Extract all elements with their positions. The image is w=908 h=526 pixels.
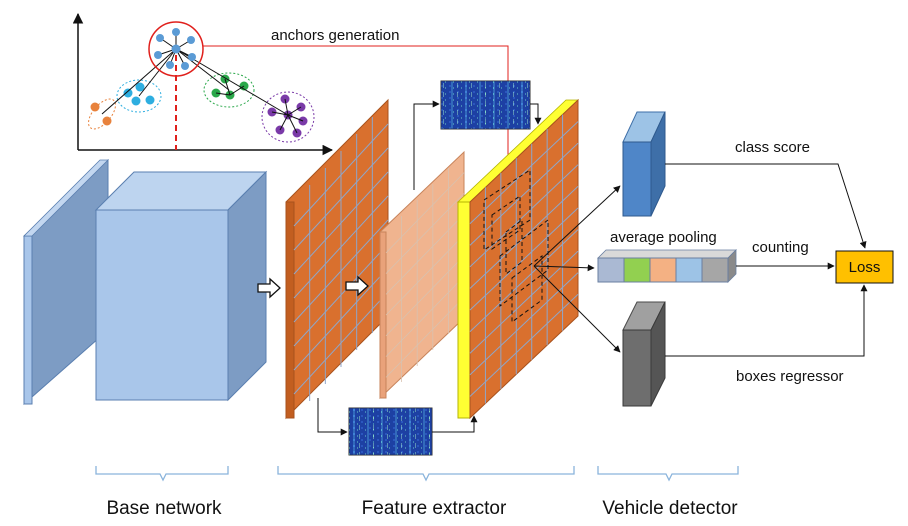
boxes-regressor-block bbox=[622, 329, 652, 407]
section-base-network: Base network bbox=[106, 498, 222, 519]
anchor-cluster-point bbox=[172, 28, 180, 36]
feature-map-light bbox=[379, 150, 465, 400]
cluster-plot bbox=[72, 12, 334, 156]
pooling-cell bbox=[649, 257, 677, 283]
feature-map-yellow bbox=[457, 201, 471, 419]
cluster-orange-point bbox=[102, 116, 112, 126]
section-vehicle-detector: Vehicle detector bbox=[602, 498, 738, 519]
class-score-block bbox=[622, 141, 652, 217]
anchors-generation-arrow bbox=[203, 45, 512, 197]
anchor-cluster-point bbox=[154, 51, 162, 59]
boxes-regressor-label: boxes regressor bbox=[736, 368, 844, 385]
average-pooling-vector bbox=[597, 257, 729, 283]
counting-label: counting bbox=[752, 239, 809, 256]
cluster-blue-point bbox=[145, 95, 155, 105]
pooling-cell bbox=[597, 257, 625, 283]
vehicle-detector-brace bbox=[597, 466, 739, 482]
anchor-cluster-point bbox=[166, 61, 174, 69]
pooling-cell bbox=[623, 257, 651, 283]
base-network-brace bbox=[95, 466, 229, 482]
section-feature-extractor: Feature extractor bbox=[362, 498, 507, 519]
cluster-blue-point bbox=[135, 82, 145, 92]
base-cube-front bbox=[95, 209, 229, 401]
cluster-blue-point bbox=[131, 96, 141, 106]
loss-box bbox=[835, 250, 894, 284]
anchor-center-point bbox=[171, 44, 181, 54]
average-pooling-label: average pooling bbox=[610, 229, 717, 246]
hollow-arrow-icon bbox=[345, 275, 369, 297]
anchor-boxes bbox=[483, 169, 549, 323]
cluster-orange-point bbox=[90, 102, 100, 112]
input-slab-front bbox=[23, 235, 33, 405]
class-score-label: class score bbox=[735, 139, 810, 156]
anchor-cluster-point bbox=[181, 62, 189, 70]
cluster-blue-point bbox=[123, 88, 133, 98]
section-braces bbox=[95, 466, 739, 482]
cluster-blue-outline bbox=[116, 79, 162, 113]
anchor-cluster-point bbox=[156, 34, 164, 42]
pooling-cell bbox=[701, 257, 729, 283]
vehicle-detector: average pooling class score counting box… bbox=[597, 111, 894, 407]
anchor-cluster-point bbox=[187, 36, 195, 44]
pooling-cell bbox=[675, 257, 703, 283]
cluster-purple-outline bbox=[261, 91, 315, 143]
feature-extractor bbox=[285, 80, 621, 456]
base-network bbox=[23, 158, 268, 406]
cluster-green-outline bbox=[203, 72, 255, 108]
feature-extractor-brace bbox=[277, 466, 575, 482]
anchor-cluster-point bbox=[188, 53, 196, 61]
loss-label: Loss bbox=[849, 259, 881, 276]
feature-map-grid bbox=[293, 117, 389, 401]
hollow-arrow-icon bbox=[257, 277, 281, 299]
anchors-generation-label: anchors generation bbox=[271, 27, 399, 44]
